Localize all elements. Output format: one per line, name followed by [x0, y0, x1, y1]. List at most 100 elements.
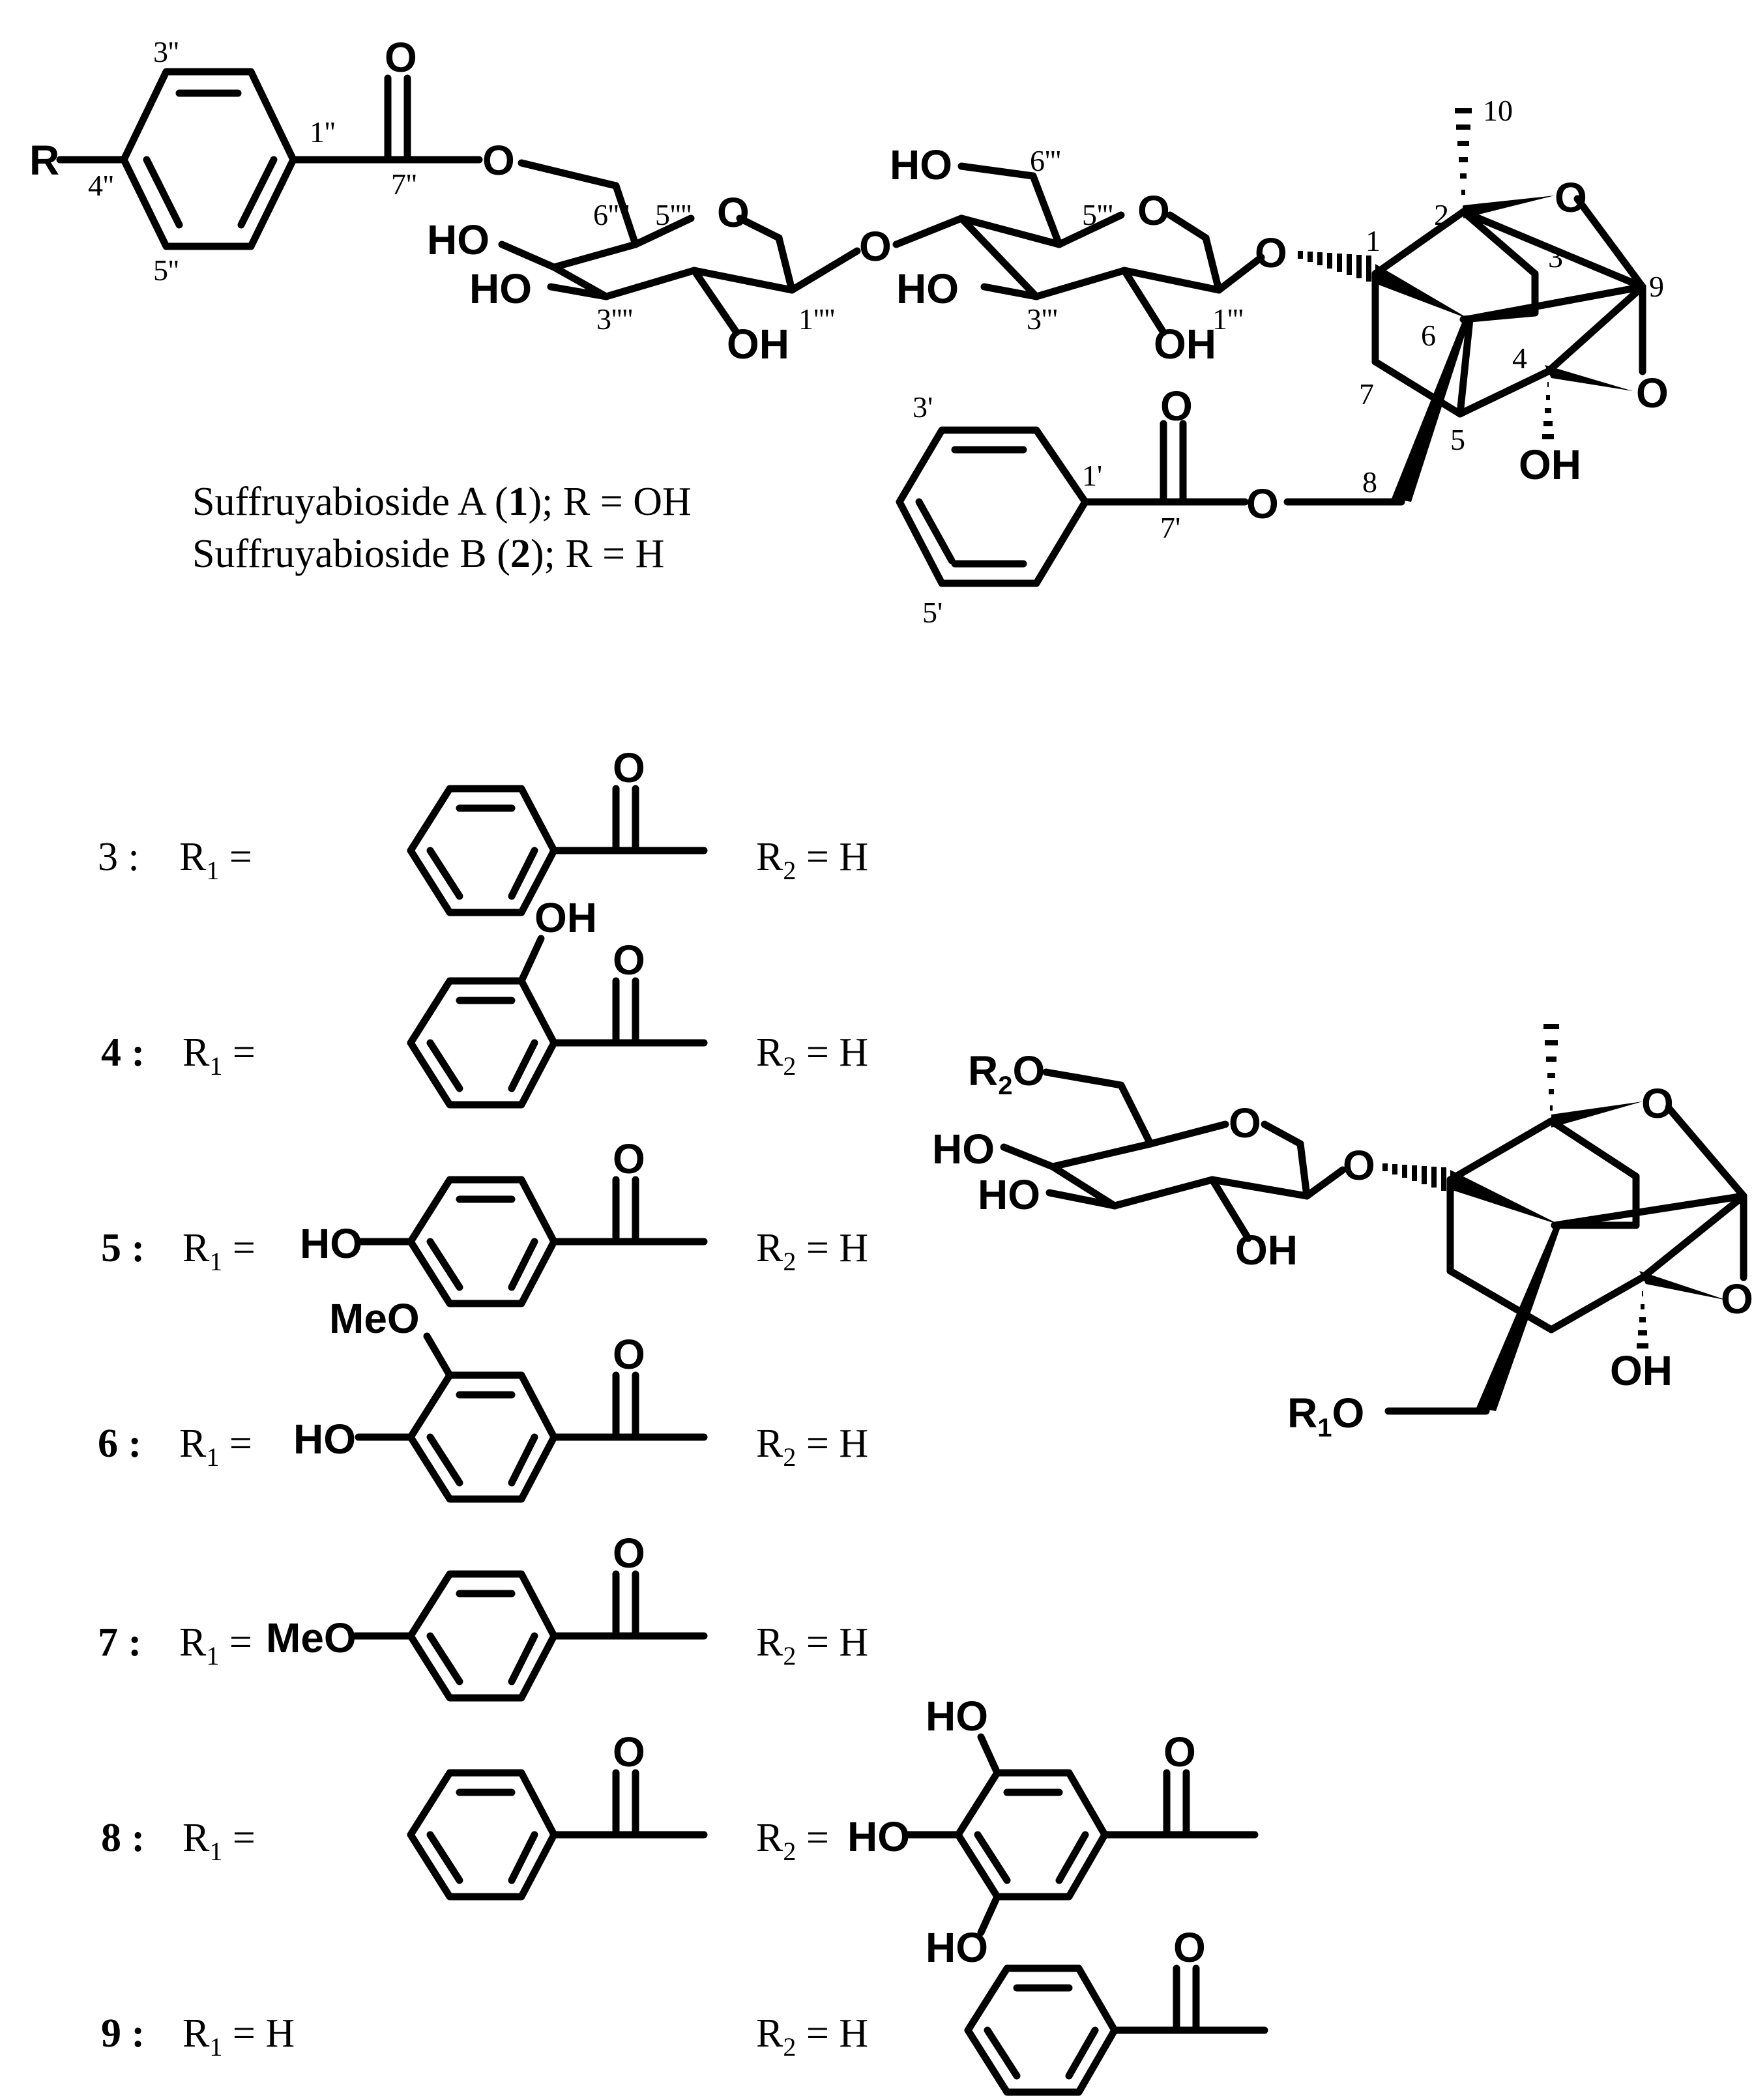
para-hydroxyl: HO: [300, 1220, 362, 1267]
general-ether-oxygen-top: O: [1641, 1080, 1674, 1127]
carbonyl-oxygen: O: [1173, 1924, 1206, 1971]
locant-5p: 5': [922, 596, 943, 629]
terminal-glucose-ring-oxygen: O: [717, 189, 750, 236]
interglycosidic-oxygen: O: [859, 223, 892, 270]
locant-1p: 1': [1082, 459, 1102, 492]
r2-assignment: R2 = H: [756, 2011, 868, 2062]
compound-row-8: 8 : R1 = O R2 = HO HO H: [101, 1693, 1259, 1971]
terminal-glucose-ring: [498, 214, 861, 336]
ortho-hydroxyl: OH: [534, 894, 597, 941]
ester-oxygen-aroyl: O: [482, 137, 515, 184]
r1-assignment: R1 = H: [183, 2011, 295, 2062]
locant-c2: 2: [1434, 198, 1449, 231]
inner-glucose-ring-oxygen: O: [1137, 187, 1170, 234]
para-hydroxyl: HO: [293, 1416, 356, 1463]
caption-suffruyabioside-a: Suffruyabioside A (1); R = OH: [192, 480, 692, 524]
terminal-glucose-4-hydroxyl: HO: [427, 216, 490, 263]
compound-number: 3 :: [98, 835, 139, 879]
meta-methoxy: MeO: [329, 1295, 420, 1342]
general-3-hydroxyl: HO: [978, 1171, 1040, 1218]
locant-c3: 3: [1548, 241, 1563, 274]
locant-c9: 9: [1649, 270, 1664, 303]
galloyl-hydroxyl-bottom: HO: [926, 1924, 988, 1971]
carbonyl-oxygen: O: [613, 937, 645, 984]
locant-c5: 5: [1450, 423, 1465, 456]
compound-row-7: 7 : R1 = MeO O R2 = H: [98, 1530, 868, 1702]
locant-4pp: 4'': [88, 169, 114, 202]
carbonyl-oxygen: O: [613, 744, 645, 791]
compound-row-9: 9 : R1 = H R2 = H O: [101, 1924, 1268, 2096]
compound-number: 4 :: [101, 1030, 145, 1075]
carbonyl-oxygen-aroyl: O: [385, 34, 417, 81]
general-ring-oxygen: O: [1229, 1100, 1261, 1146]
r1-assignment: R1 =: [179, 1620, 252, 1670]
locant-1pppp: 1'''': [798, 302, 835, 336]
aglycone-cage: [1081, 108, 1646, 506]
inner-glucose-3-hydroxyl: HO: [896, 265, 959, 312]
r1-assignment: R1 =: [179, 1422, 252, 1472]
aroyl-ring-top: [56, 68, 639, 250]
cage-ether-oxygen-top: O: [1555, 174, 1587, 221]
compound-row-5: 5 : R1 = HO O R2 = H: [101, 1135, 868, 1307]
carbonyl-oxygen-benzoyl: O: [1160, 383, 1193, 430]
para-methoxy: MeO: [266, 1614, 357, 1661]
compound-number: 6 :: [98, 1422, 141, 1466]
terminal-glucose-2-hydroxyl: OH: [727, 321, 789, 368]
carbonyl-oxygen: O: [613, 1135, 645, 1182]
locant-5pppp: 5'''': [655, 198, 692, 231]
benzoyl-ring-c8: [896, 426, 1089, 587]
r2-assignment: R2 = H: [756, 1620, 868, 1670]
inner-glucose-ring: [892, 162, 1265, 336]
r-atom-label: R: [29, 137, 59, 184]
general-ether-oxygen-right: O: [1721, 1276, 1753, 1322]
ester-oxygen-benzoyl: O: [1246, 480, 1279, 527]
general-2-hydroxyl: OH: [1235, 1227, 1298, 1274]
general-r2o-label: R2O: [968, 1047, 1045, 1100]
benzoyl-group: [407, 1769, 708, 1901]
4-hydroxybenzoyl-group: [355, 1176, 708, 1307]
galloyl-group: [902, 1733, 1259, 1936]
carbonyl-oxygen: O: [613, 1530, 645, 1577]
locant-3pppp: 3'''': [596, 302, 633, 336]
carbonyl-oxygen: O: [613, 1331, 645, 1378]
compound-row-3: 3 : R1 = O R2 = H: [98, 744, 868, 916]
r2-assignment: R2 = H: [756, 1030, 868, 1081]
carbonyl-oxygen: O: [613, 1728, 645, 1775]
general-anomeric-oxygen: O: [1343, 1142, 1375, 1189]
c4-hydroxyl: OH: [1519, 441, 1581, 488]
galloyl-hydroxyl-top: HO: [926, 1693, 988, 1740]
locant-1pp: 1'': [310, 115, 336, 149]
compound-row-4: 4 : R1 = OH O R2 = H: [101, 894, 868, 1109]
r2-assignment: R2 = H: [756, 1422, 868, 1472]
compound-number: 5 :: [101, 1226, 145, 1270]
anomeric-oxygen-aglycone: O: [1255, 229, 1287, 276]
inner-glucose-2-hydroxyl: OH: [1154, 321, 1216, 368]
r2-assignment: R2 = H: [756, 1226, 868, 1276]
4-methoxybenzoyl-group: [351, 1570, 708, 1702]
benzoyl-group: [964, 1964, 1268, 2096]
general-glucoside-structure: [1000, 1024, 1747, 1415]
r1-assignment: R1 =: [183, 1816, 256, 1866]
locant-6ppp: 6''': [1030, 144, 1061, 177]
locant-c1: 1: [1366, 224, 1381, 257]
general-r1o-label: R1O: [1287, 1390, 1364, 1442]
locant-7pp: 7'': [391, 168, 417, 201]
locant-3p: 3': [913, 390, 933, 424]
locant-c4: 4: [1512, 342, 1527, 375]
locant-5ppp: 5''': [1082, 198, 1113, 231]
cage-ether-oxygen-right: O: [1636, 370, 1669, 416]
r2-assignment: R2 =: [756, 1816, 829, 1866]
galloyl-hydroxyl-para: HO: [847, 1813, 910, 1860]
2-hydroxybenzoyl-group: [407, 935, 708, 1109]
locant-c6: 6: [1421, 319, 1436, 352]
locant-6pppp: 6'''': [593, 198, 630, 231]
r1-assignment: R1 =: [179, 835, 252, 885]
benzoyl-group: [407, 785, 708, 916]
inner-glucose-6-hydroxyl: HO: [890, 141, 952, 188]
compound-number: 9 :: [101, 2011, 145, 2056]
r1-assignment: R1 =: [183, 1030, 256, 1081]
r2-assignment: R2 = H: [756, 835, 868, 885]
locant-c7: 7: [1359, 377, 1374, 411]
terminal-glucose-3-hydroxyl: HO: [469, 265, 532, 312]
